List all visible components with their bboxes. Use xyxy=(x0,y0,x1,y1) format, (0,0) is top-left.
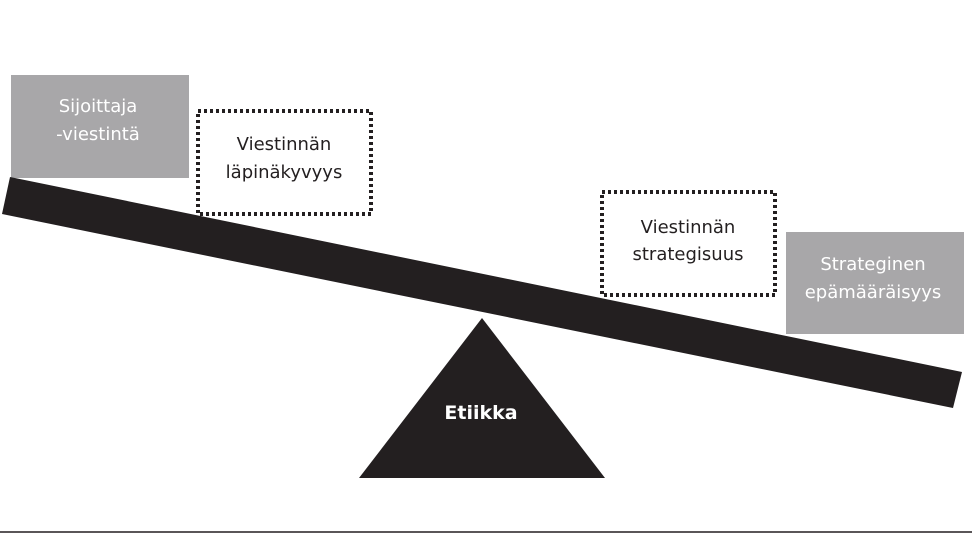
right-heavy-box xyxy=(786,232,964,334)
left-heavy-box xyxy=(11,75,189,178)
right-dotted-box xyxy=(600,190,777,297)
right-dotted-box-line1: Viestinnän xyxy=(641,217,736,238)
right-heavy-box-line1: Strateginen xyxy=(820,254,925,275)
right-dotted-box-line2: strategisuus xyxy=(633,244,744,265)
left-dotted-box xyxy=(196,109,373,216)
left-dotted-box-line1: Viestinnän xyxy=(237,134,332,155)
fulcrum-label: Etiikka xyxy=(444,402,517,424)
left-heavy-box-line1: Sijoittaja xyxy=(59,96,138,117)
fulcrum-triangle xyxy=(359,318,605,478)
left-dotted-box-line2: läpinäkyvyys xyxy=(226,162,343,183)
left-heavy-box-line2: -viestintä xyxy=(56,124,140,145)
balance-beam xyxy=(2,177,962,408)
right-heavy-box-line2: epämääräisyys xyxy=(805,282,942,303)
